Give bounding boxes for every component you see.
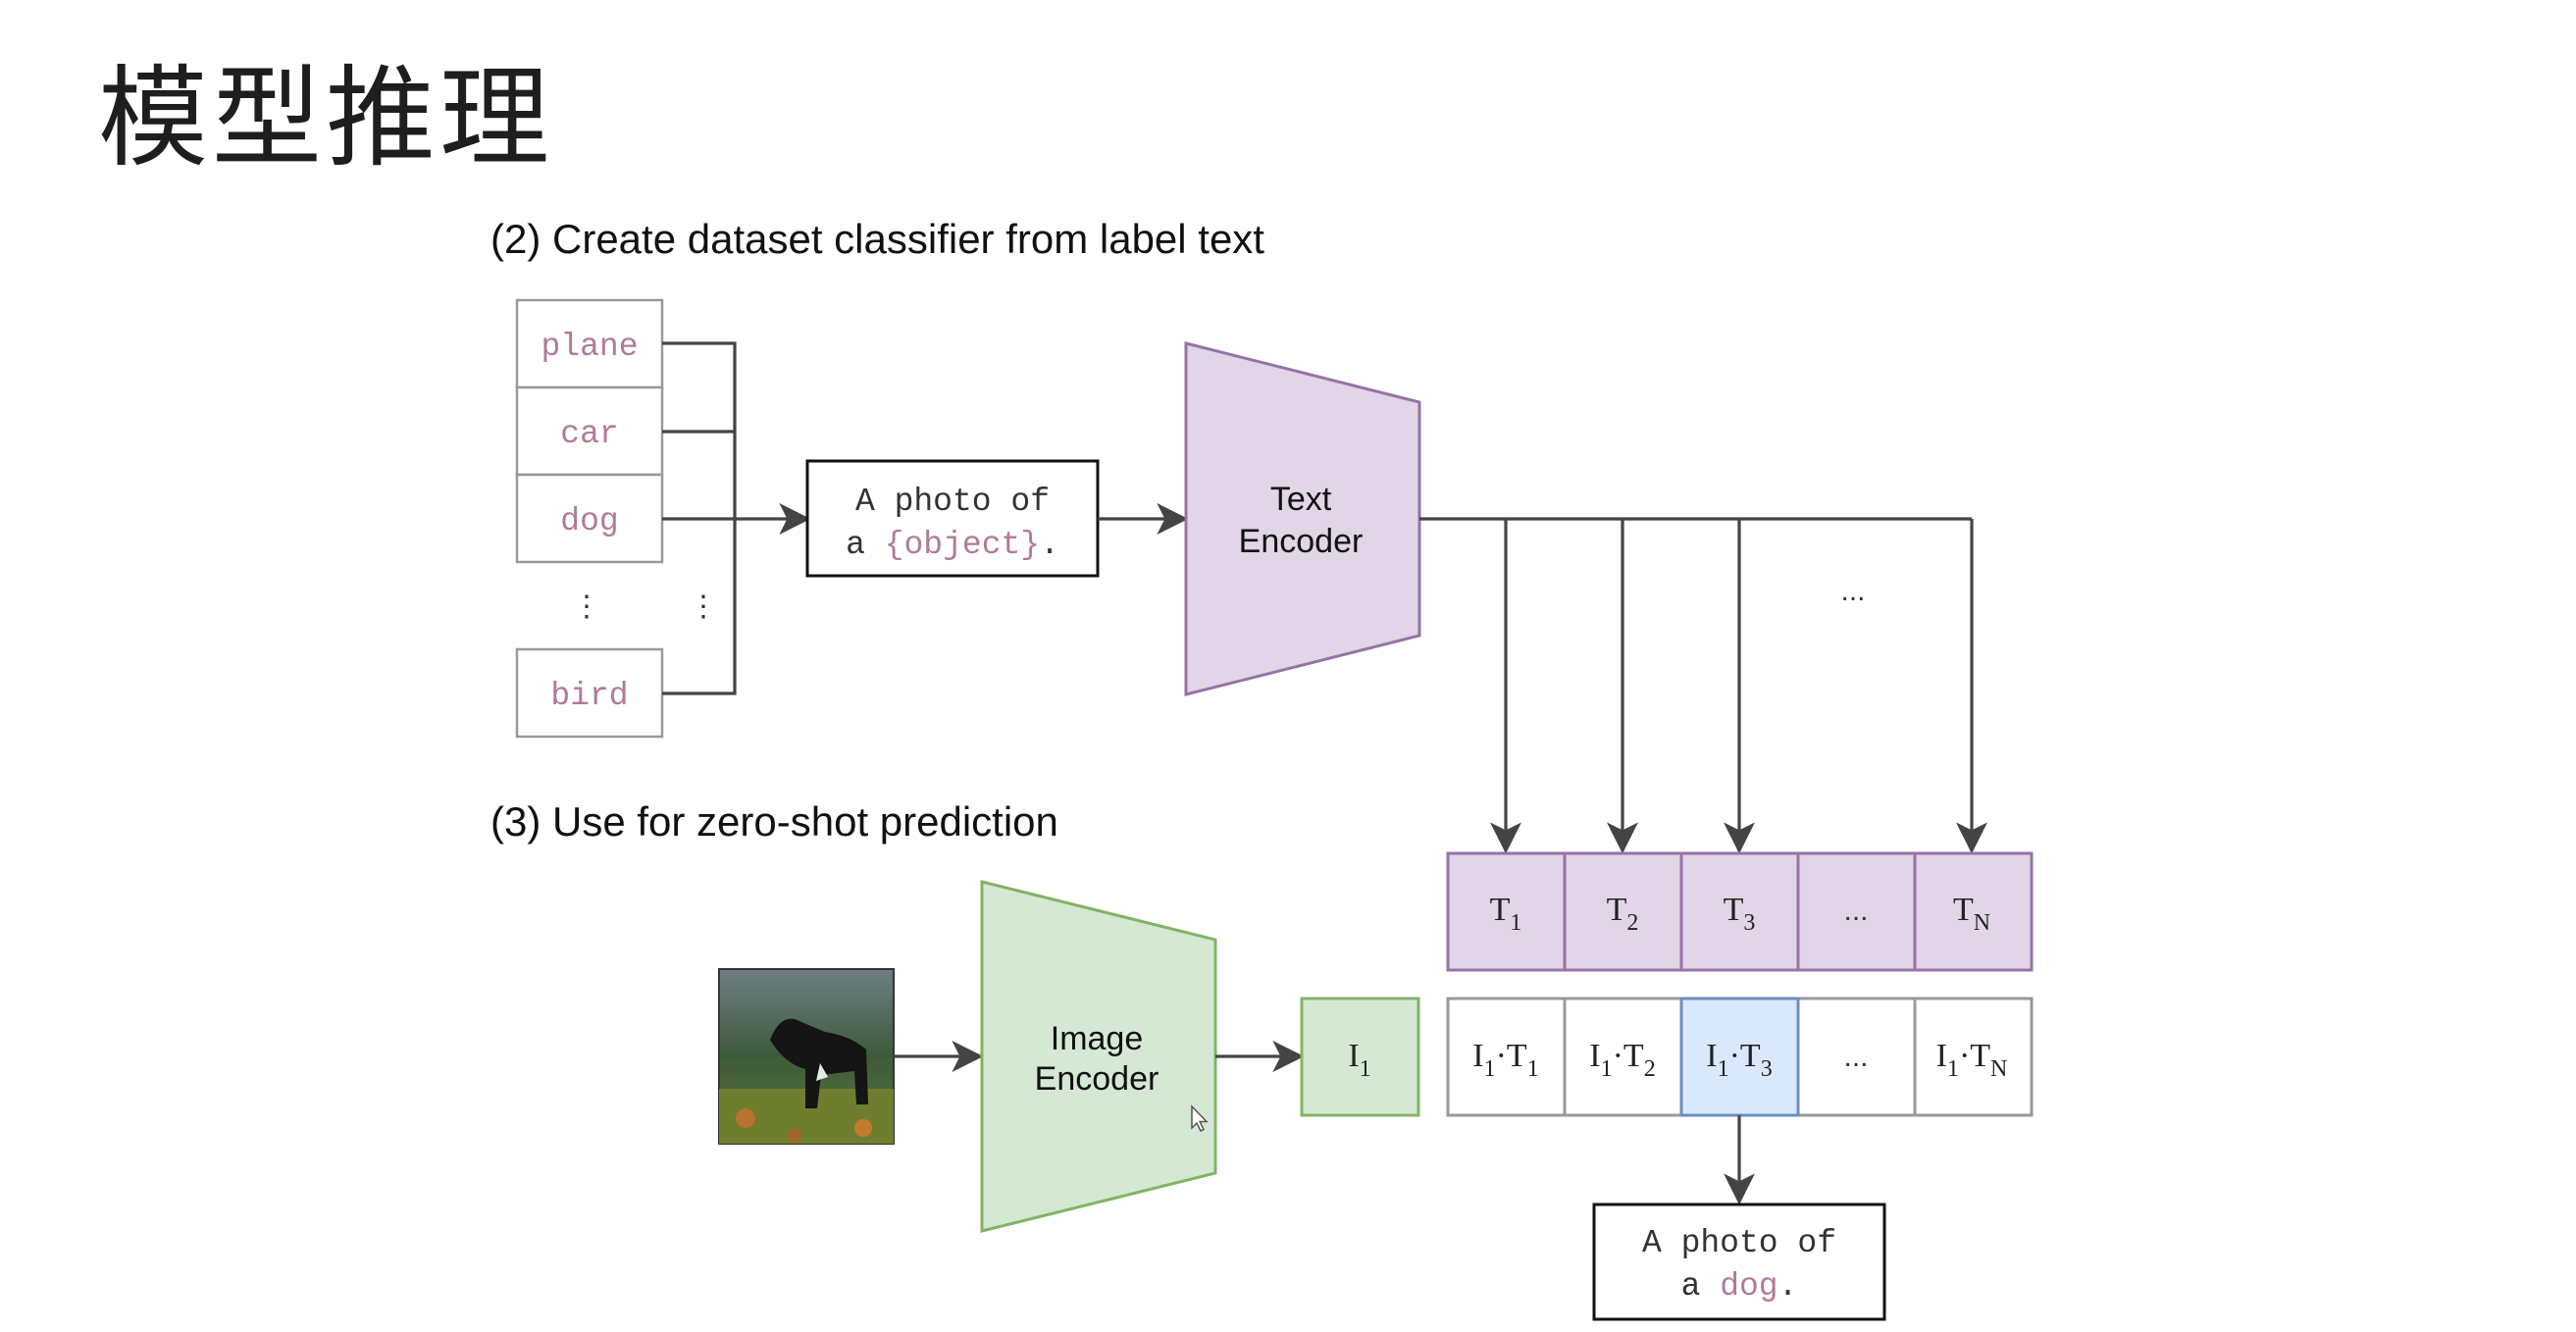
- text-embedding-cell: [1796, 851, 1917, 972]
- text-embedding-label: T2: [1607, 892, 1639, 936]
- section-2-label: (2) Create dataset classifier from label…: [490, 216, 1264, 262]
- text-embedding-label: TN: [1953, 892, 1990, 936]
- text-embedding-cell: [1563, 851, 1683, 972]
- text-embedding-ellipsis: ...: [1843, 895, 1868, 927]
- page-title: 模型推理: [98, 55, 553, 182]
- text-encoder-label-1: Text: [1270, 481, 1332, 518]
- text-embedding-cell: [1679, 851, 1800, 972]
- vertical-ellipsis: ⋮: [572, 590, 601, 623]
- input-image: [718, 968, 895, 1145]
- label-car: car: [560, 416, 618, 452]
- prediction-line-1: A photo of: [1642, 1225, 1836, 1261]
- similarity-cell: [1563, 997, 1683, 1117]
- fanout-ellipsis: ...: [1840, 575, 1865, 607]
- text-encoder-fanout: [1419, 517, 1987, 854]
- similarity-cell: [1913, 997, 2034, 1117]
- text-embedding-label: T3: [1724, 892, 1756, 936]
- similarity-cell-highlighted: [1679, 997, 1800, 1117]
- image-encoder-label-1: Image: [1051, 1020, 1144, 1057]
- similarity-cell: [1796, 997, 1917, 1117]
- image-encoder: [980, 880, 1217, 1233]
- prompt-placeholder: {object}: [885, 527, 1040, 563]
- text-embedding-cell: [1913, 851, 2034, 972]
- mouse-cursor-icon: [1191, 1104, 1209, 1133]
- similarity-cell: [1446, 997, 1567, 1117]
- prompt-template-box: [805, 459, 1100, 578]
- text-embedding-cell: [1446, 851, 1567, 972]
- label-list: plane car dog ⋮ ⋮ bird: [515, 298, 718, 739]
- dog-photo-icon: [770, 1018, 868, 1108]
- similarity-row: I1·T1 I1·T2 I1·T3 ... I1·TN: [1446, 997, 2034, 1117]
- prediction-box: [1592, 1203, 1886, 1321]
- prompt-line-2: a {object}.: [846, 527, 1059, 563]
- label-box-bird: [515, 647, 664, 739]
- prompt-line-1: A photo of: [855, 484, 1050, 520]
- label-bracket: [662, 341, 811, 695]
- label-dog: dog: [560, 503, 618, 539]
- image-embedding: [1300, 997, 1420, 1117]
- text-embeddings-row: T1 T2 T3 ... TN: [1446, 851, 2034, 972]
- similarity-ellipsis: ...: [1843, 1041, 1868, 1073]
- text-encoder-label-2: Encoder: [1239, 523, 1364, 560]
- image-encoder-label-2: Encoder: [1035, 1060, 1159, 1098]
- label-box-plane: [515, 298, 664, 389]
- vertical-ellipsis: ⋮: [689, 590, 718, 623]
- text-embedding-label: T1: [1490, 892, 1522, 936]
- similarity-label: I1·T2: [1589, 1038, 1655, 1082]
- prediction-line-2: a dog.: [1681, 1268, 1798, 1305]
- text-encoder: [1184, 341, 1421, 696]
- prediction-label: dog: [1720, 1268, 1777, 1305]
- section-3-label: (3) Use for zero-shot prediction: [490, 798, 1058, 845]
- label-box-dog: [515, 473, 664, 564]
- image-embedding-label: I1: [1348, 1038, 1370, 1082]
- label-bird: bird: [550, 678, 628, 714]
- label-plane: plane: [541, 329, 638, 365]
